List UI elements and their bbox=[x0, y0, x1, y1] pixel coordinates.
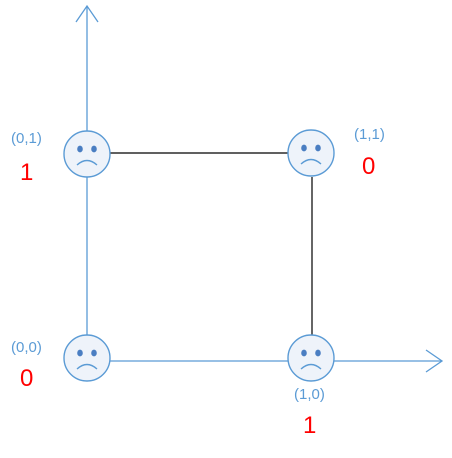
coord-label-0-0: (0,0) bbox=[11, 339, 42, 356]
coord-label-1-1: (1,1) bbox=[354, 126, 385, 143]
value-label-0-1: 1 bbox=[20, 159, 33, 186]
node-0-1 bbox=[63, 130, 111, 178]
coord-label-0-1: (0,1) bbox=[11, 130, 42, 147]
x-axis-arrowhead bbox=[425, 349, 444, 373]
axes bbox=[75, 4, 444, 373]
sad-face-icon bbox=[63, 334, 111, 382]
value-label-1-0: 1 bbox=[303, 412, 316, 439]
sad-face-icon bbox=[287, 129, 335, 177]
value-label-1-1: 0 bbox=[362, 153, 375, 180]
node-0-0 bbox=[63, 334, 111, 382]
sad-face-icon bbox=[63, 130, 111, 178]
sad-face-icon bbox=[287, 334, 335, 382]
square-edges bbox=[110, 152, 313, 335]
y-axis-arrowhead bbox=[75, 4, 99, 23]
node-1-0 bbox=[287, 334, 335, 382]
node-1-1 bbox=[287, 129, 335, 177]
coord-label-1-0: (1,0) bbox=[294, 386, 325, 403]
value-label-0-0: 0 bbox=[20, 365, 33, 392]
